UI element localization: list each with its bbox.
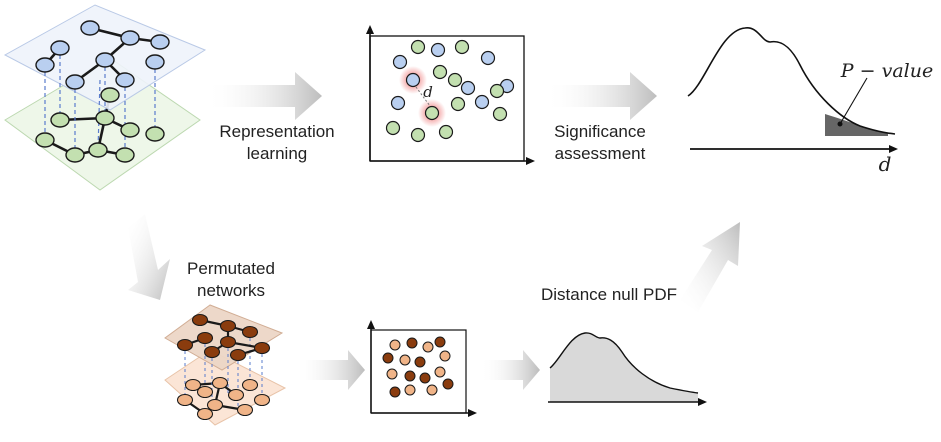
blue-layer-nodes (35, 20, 170, 90)
arrow-to-embedding (205, 72, 322, 120)
null-pdf-area (550, 332, 698, 402)
green-layer-nodes (35, 87, 165, 163)
permutated-networks-label: Permutated networks (176, 258, 286, 302)
multilayer-network-permutated (164, 304, 287, 426)
label-line: networks (196, 281, 266, 300)
label-line: learning (246, 144, 308, 163)
label-line: Representation (219, 122, 335, 141)
arrow-to-assessment (680, 222, 740, 312)
distance-null-pdf-label: Distance null PDF (540, 285, 678, 304)
label-line: Significance (554, 122, 646, 141)
arrow-to-significance (545, 72, 657, 120)
significance-plot (687, 27, 898, 153)
null-distribution-curve (687, 27, 896, 135)
label-line: Permutated (187, 259, 275, 278)
significance-assessment-label: Significance assessment (540, 121, 660, 165)
p-value-label: P − value (840, 60, 934, 82)
embedding-points-green (385, 39, 508, 143)
d-axis-label: d (878, 152, 892, 176)
representation-learning-label: Representation learning (214, 121, 340, 165)
null-pdf-plot (548, 332, 707, 406)
permutated-nodes-dark (176, 313, 271, 362)
arrow-to-null-pdf (480, 350, 540, 390)
permutated-nodes-light (176, 376, 271, 421)
multilayer-network-original (3, 4, 207, 191)
embedding-space-permutated (367, 320, 477, 417)
embedding-distance-label: d (423, 83, 433, 101)
label-line: assessment (554, 144, 646, 163)
arrow-to-permutation (128, 214, 170, 300)
arrow-to-embedding-perm (295, 350, 365, 390)
embedding-space-original (366, 25, 535, 165)
